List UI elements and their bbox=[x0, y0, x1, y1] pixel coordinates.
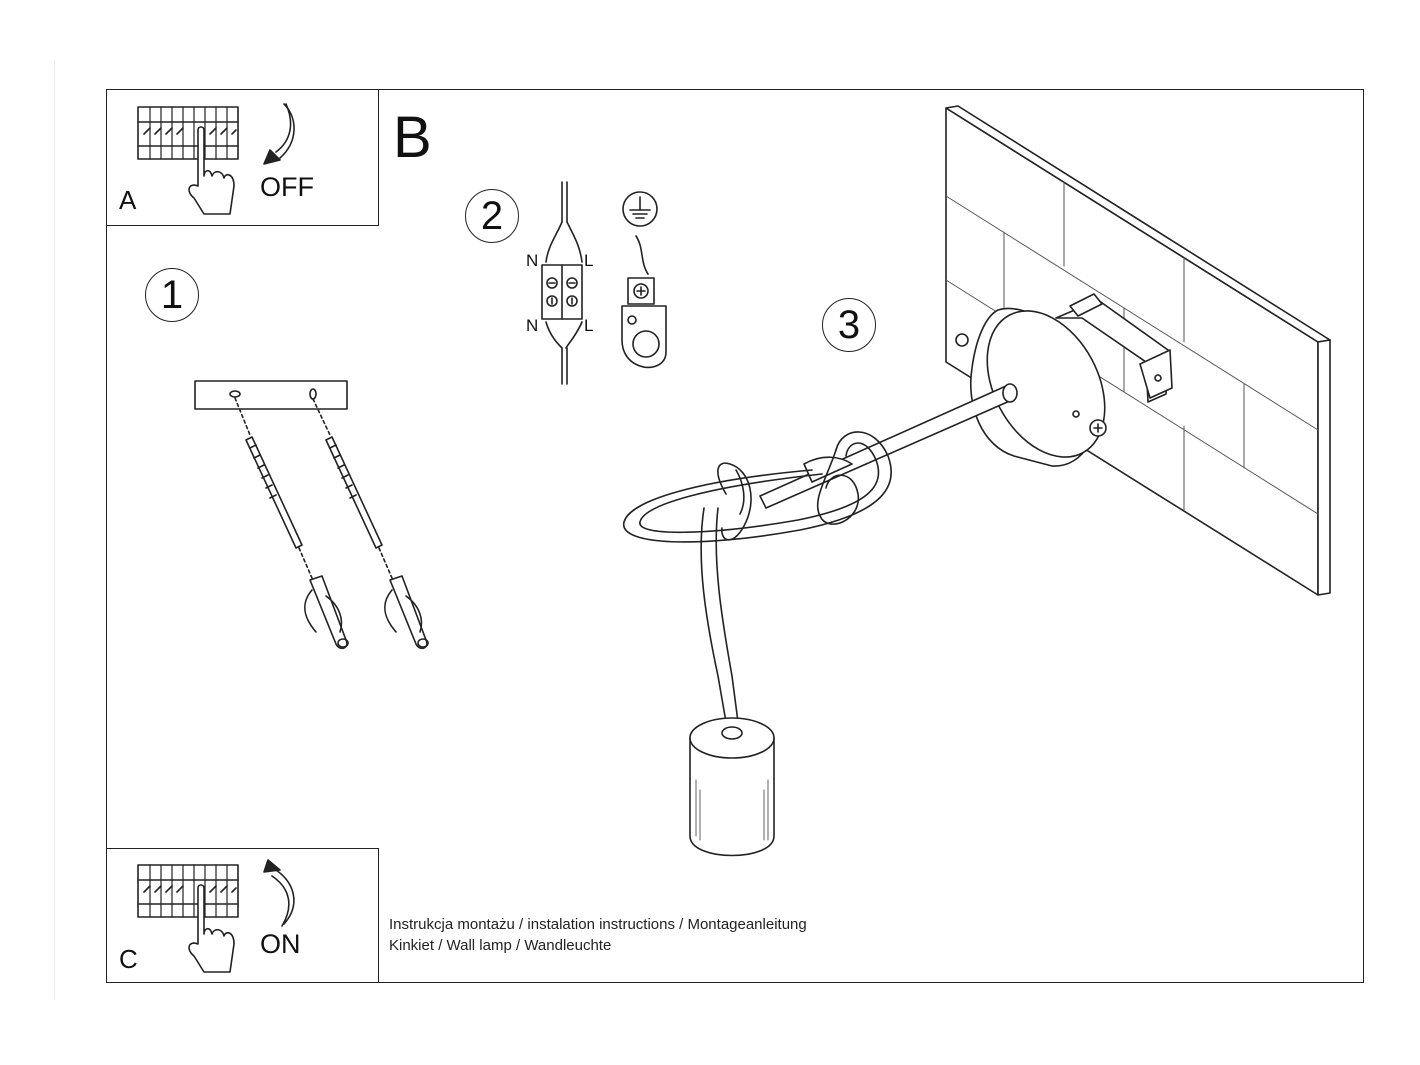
wall-plug-left bbox=[304, 575, 349, 650]
lamp-socket bbox=[689, 717, 775, 857]
step-3-marker: 3 bbox=[822, 298, 876, 352]
step-1-marker: 1 bbox=[145, 268, 199, 322]
ground-symbol-icon bbox=[622, 191, 658, 275]
wire-label-n-top: N bbox=[526, 251, 539, 270]
screw-left bbox=[245, 436, 313, 579]
diagram-frame bbox=[106, 89, 1364, 983]
wire-label-l-bottom: L bbox=[584, 316, 594, 335]
off-label: OFF bbox=[260, 172, 314, 202]
arrow-up-icon bbox=[263, 859, 295, 927]
terminal-block bbox=[541, 181, 583, 385]
panel-c-letter: C bbox=[119, 944, 138, 974]
hand-icon-c bbox=[188, 884, 235, 973]
mounting-bracket bbox=[955, 293, 1173, 403]
panel-a-letter: A bbox=[119, 185, 137, 215]
breaker-panel-icon-c bbox=[137, 864, 239, 918]
earth-clamp bbox=[621, 277, 667, 369]
on-label: ON bbox=[260, 929, 301, 959]
caption-product: Kinkiet / Wall lamp / Wandleuchte bbox=[389, 937, 612, 954]
page-edge-line bbox=[54, 60, 55, 1000]
coiled-cable bbox=[623, 431, 892, 723]
wall-plug-right bbox=[384, 575, 429, 650]
lamp-arm bbox=[759, 383, 1018, 509]
breaker-panel-icon-a bbox=[137, 106, 239, 160]
mounting-plate bbox=[194, 380, 348, 436]
wire-label-n-bottom: N bbox=[526, 316, 539, 335]
panel-b-letter: B bbox=[393, 105, 432, 170]
step-2-marker: 2 bbox=[465, 189, 519, 243]
caption-instructions: Instrukcja montażu / instalation instruc… bbox=[389, 916, 807, 933]
arrow-down-icon bbox=[263, 103, 295, 165]
hand-icon-a bbox=[188, 126, 235, 215]
wall-canopy bbox=[970, 307, 1107, 467]
screw-right bbox=[325, 436, 393, 579]
wire-label-l-top: L bbox=[584, 251, 594, 270]
